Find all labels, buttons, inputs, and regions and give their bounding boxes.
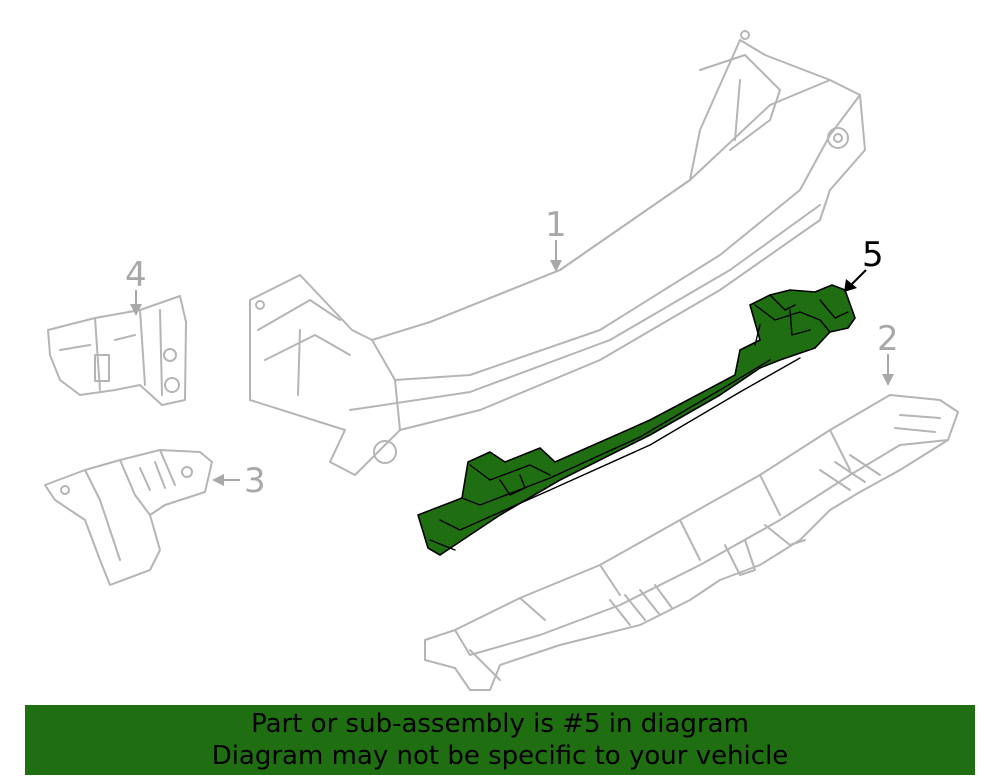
part-4-mounting-bracket[interactable] [47,295,187,406]
banner-line-2: Diagram may not be specific to your vehi… [211,741,789,771]
banner-line-1: Part or sub-assembly is #5 in diagram [251,709,749,739]
leader-2 [882,354,894,386]
parts-diagram: 1 2 3 4 5 [44,30,959,691]
info-banner: Part or sub-assembly is #5 in diagram Di… [25,705,975,775]
callout-2: 2 [877,319,899,359]
callout-3: 3 [244,461,266,501]
leader-1 [550,240,562,272]
callout-5: 5 [862,235,884,275]
part-2-energy-absorber[interactable] [424,394,959,691]
leader-4 [130,290,142,316]
part-1-bumper-reinforcement[interactable] [249,30,866,476]
callout-4: 4 [125,255,147,295]
leader-3 [212,474,240,486]
part-3-side-bracket[interactable] [44,449,213,586]
part-5-highlighted-crossmember[interactable] [417,284,856,556]
leader-5 [844,269,867,292]
callout-1: 1 [545,205,567,245]
